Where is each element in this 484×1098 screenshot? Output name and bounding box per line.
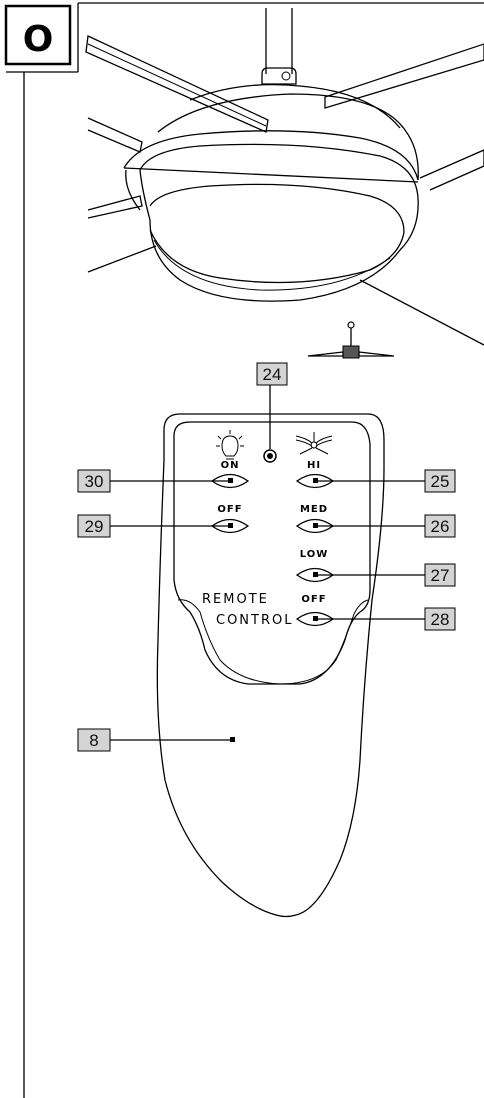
fan-hi-label: HI [307, 460, 321, 471]
callout-8: 8 [77, 728, 111, 752]
remote-control: ON OFF HI MED LOW OFF REMOTE CONTROL [156, 413, 385, 918]
fan-icon [295, 432, 333, 455]
svg-text:8: 8 [89, 731, 98, 750]
callout-29: 29 [77, 514, 111, 538]
remote-brand-line2: CONTROL [216, 613, 293, 628]
fan-off-label: OFF [301, 594, 326, 605]
light-off-button[interactable] [210, 518, 250, 534]
callout-28: 28 [424, 607, 456, 631]
page-frame [6, 2, 484, 1098]
remote-brand-line1: REMOTE [202, 592, 269, 607]
callout-26: 26 [424, 514, 456, 538]
section-letter: O [23, 19, 54, 60]
fan-thumbnail-icon [307, 321, 395, 359]
callout-27: 27 [424, 563, 456, 587]
callout-24: 24 [256, 362, 288, 386]
svg-text:30: 30 [85, 472, 104, 491]
light-off-label: OFF [217, 504, 242, 515]
remote-body-marker [230, 737, 235, 742]
callout-25: 25 [424, 469, 456, 493]
fan-med-label: MED [300, 504, 328, 515]
leader-lines [110, 385, 425, 741]
svg-text:28: 28 [431, 610, 450, 629]
light-bulb-icon [216, 430, 244, 460]
section-badge: O [4, 4, 72, 66]
svg-text:25: 25 [431, 472, 450, 491]
fan-low-label: LOW [300, 549, 329, 560]
svg-text:24: 24 [263, 365, 282, 384]
svg-text:26: 26 [431, 517, 450, 536]
ceiling-fan-illustration [85, 8, 484, 346]
callout-30: 30 [77, 469, 111, 493]
light-on-label: ON [221, 460, 240, 471]
svg-text:29: 29 [85, 517, 104, 536]
svg-text:27: 27 [431, 566, 450, 585]
light-on-button[interactable] [210, 473, 250, 489]
